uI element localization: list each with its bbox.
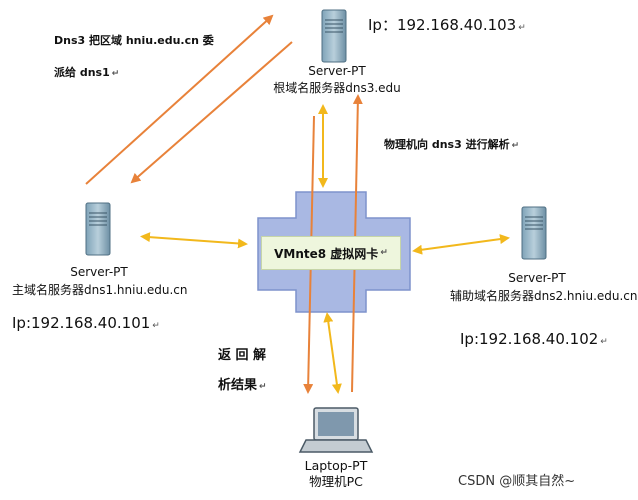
return-mark: ↵ — [380, 248, 388, 258]
delegate-arrow-up — [85, 14, 274, 185]
dns1-ip-label: Ip:192.168.40.101↵ — [12, 314, 160, 332]
return-note-line2: 析结果↵ — [218, 378, 267, 393]
query-note: 物理机向 dns3 进行解析↵ — [384, 138, 520, 151]
link-vmnet-dns2 — [412, 234, 510, 255]
return-note-line1: 返 回 解 — [218, 348, 267, 363]
dns2-type-label: Server-PT — [508, 271, 566, 285]
laptop-icon — [298, 407, 374, 453]
dns2-ip-label: Ip:192.168.40.102↵ — [460, 330, 608, 348]
delegate-note-line1: Dns3 把区域 hniu.edu.cn 委 — [54, 34, 214, 47]
delegate-arrow-down — [130, 41, 293, 184]
server-dns1-icon — [85, 202, 111, 256]
dns1-type-label: Server-PT — [70, 265, 128, 279]
link-vmnet-laptop — [323, 312, 342, 394]
laptop-type-label: Laptop-PT — [304, 458, 368, 473]
dns3-name-label: 根域名服务器dns3.edu — [273, 81, 401, 95]
server-dns3-icon — [321, 9, 347, 63]
vmnet-label: VMnte8 虚拟网卡 — [274, 246, 379, 261]
vmnet-label-box: VMnte8 虚拟网卡↵ — [261, 236, 401, 270]
dns3-type-label: Server-PT — [308, 64, 366, 78]
link-dns1-vmnet — [140, 232, 248, 249]
dns1-name-label: 主域名服务器dns1.hniu.edu.cn — [12, 283, 188, 297]
csdn-watermark: CSDN @顺其自然~ — [458, 474, 576, 489]
delegate-note-line2: 派给 dns1↵ — [54, 66, 120, 79]
laptop-name-label: 物理机PC — [309, 474, 363, 489]
server-dns2-icon — [521, 206, 547, 260]
dns2-name-label: 辅助域名服务器dns2.hniu.edu.cn — [450, 289, 638, 303]
dns3-ip-label: Ip：192.168.40.103↵ — [368, 16, 526, 34]
